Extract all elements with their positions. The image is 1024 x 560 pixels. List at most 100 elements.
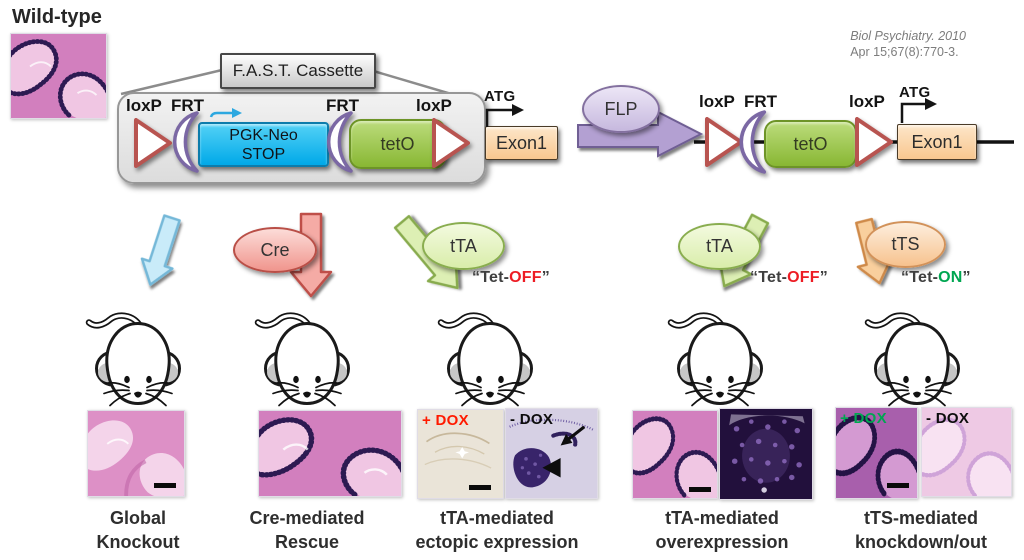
frt-label-left-1: FRT xyxy=(171,96,205,115)
wild-type-histology-image xyxy=(10,33,107,119)
frt-site-icon xyxy=(325,110,359,174)
teto-label: tetO xyxy=(380,133,415,154)
mouse-icon xyxy=(435,311,545,408)
exon1-label: Exon1 xyxy=(495,132,548,153)
loxp-label-left-1: loxP xyxy=(126,96,162,115)
exon1-box-left: Exon1 xyxy=(485,126,558,160)
histology-image-rescue xyxy=(258,410,402,497)
mouse-art xyxy=(667,312,763,407)
loxp-label-right-2: loxP xyxy=(849,92,885,111)
tet-prefix: “Tet- xyxy=(472,269,510,286)
mouse-art xyxy=(864,312,960,407)
tta-ellipse-2: tTA xyxy=(678,223,761,270)
caption-line-1: Cre-mediated xyxy=(249,508,365,528)
mouse-art xyxy=(254,312,350,407)
histology-image-overexpression-right xyxy=(719,408,813,500)
atg-label-right: ATG xyxy=(899,84,931,101)
plus-dox-label: + DOX xyxy=(422,412,469,429)
cre-ellipse: Cre xyxy=(233,227,317,273)
citation-line-2: Apr 15;67(8):770-3. xyxy=(850,45,959,59)
tet-state-on: ON xyxy=(938,269,963,286)
tet-prefix: “Tet- xyxy=(750,269,788,286)
frt-label-left-2: FRT xyxy=(326,96,360,115)
pgk-neo-line2: STOP xyxy=(241,145,286,163)
fast-cassette-title: F.A.S.T. Cassette xyxy=(232,61,364,80)
histology-image-ectopic-plus-dox: + DOX xyxy=(417,409,504,499)
caption-line-2: Rescue xyxy=(274,532,340,552)
caption-line-1: tTA-mediated xyxy=(665,508,779,528)
tet-on-label: “Tet-ON” xyxy=(901,269,971,287)
loxp-label-right-1: loxP xyxy=(699,92,735,111)
caption-cre-rescue: Cre-mediated Rescue xyxy=(227,506,387,554)
caption-line-2: overexpression xyxy=(655,532,789,552)
citation-line-1: Biol Psychiatry. 2010 xyxy=(850,29,966,43)
tta-label: tTA xyxy=(706,236,733,256)
tet-suffix: ” xyxy=(962,269,971,286)
loxp-label-left-2: loxP xyxy=(416,96,452,115)
scale-bar xyxy=(689,487,711,492)
caption-tta-ectopic: tTA-mediated ectopic expression xyxy=(397,506,597,554)
tet-state-off: OFF xyxy=(787,269,820,286)
caption-line-2: ectopic expression xyxy=(415,532,579,552)
fast-cassette-title-box: F.A.S.T. Cassette xyxy=(220,53,376,89)
tts-label: tTS xyxy=(891,234,920,254)
teto-box-left: tetO xyxy=(349,119,446,169)
tet-off-label-2: “Tet-OFF” xyxy=(750,269,828,287)
atg-arrow-icon-right xyxy=(900,98,937,123)
frt-site-icon xyxy=(737,109,773,175)
histology-image-overexpression-left xyxy=(632,410,718,499)
connector-line-left xyxy=(120,68,223,96)
atg-label-left: ATG xyxy=(484,88,516,105)
histology-image-knockdown-minus-dox: - DOX xyxy=(921,407,1012,497)
mouse-art xyxy=(437,312,533,407)
teto-label: tetO xyxy=(793,133,828,154)
scale-bar xyxy=(887,483,909,488)
plus-dox-label: + DOX xyxy=(840,410,887,427)
atg-arrow-icon-left xyxy=(485,104,524,127)
flp-label: FLP xyxy=(604,98,638,119)
mouse-icon xyxy=(83,311,193,408)
tet-off-label-1: “Tet-OFF” xyxy=(472,269,550,287)
flp-ellipse: FLP xyxy=(582,85,660,133)
tet-prefix: “Tet- xyxy=(901,269,939,286)
minus-dox-label: - DOX xyxy=(510,411,554,428)
caption-line-2: knockdown/out xyxy=(855,532,987,552)
scale-bar xyxy=(154,483,176,488)
tta-ellipse-1: tTA xyxy=(422,222,505,270)
minus-dox-label: - DOX xyxy=(926,410,970,427)
caption-line-1: tTA-mediated xyxy=(440,508,554,528)
histology-image-knockout xyxy=(87,410,185,497)
citation: Biol Psychiatry. 2010 Apr 15;67(8):770-3… xyxy=(850,28,966,60)
mouse-icon xyxy=(665,311,775,408)
tts-ellipse: tTS xyxy=(865,221,946,268)
cyan-knockout-arrow-icon xyxy=(140,214,181,286)
wild-type-label: Wild-type xyxy=(12,6,102,28)
exon1-label: Exon1 xyxy=(911,131,963,152)
caption-global-knockout: Global Knockout xyxy=(58,506,218,554)
mouse-art xyxy=(85,312,181,407)
wild-type-histology-art xyxy=(11,34,106,118)
mouse-icon xyxy=(252,311,362,408)
histology-image-knockdown-plus-dox: + DOX xyxy=(835,407,918,499)
exon1-box-right: Exon1 xyxy=(897,124,977,160)
tet-suffix: ” xyxy=(541,269,550,286)
frt-label-right: FRT xyxy=(744,92,778,111)
tet-state-off: OFF xyxy=(509,269,542,286)
histology-image-ectopic-minus-dox: - DOX xyxy=(505,408,598,499)
cre-label: Cre xyxy=(260,239,290,260)
tet-suffix: ” xyxy=(819,269,828,286)
pgk-neo-line1: PGK-Neo xyxy=(229,126,298,144)
caption-line-1: tTS-mediated xyxy=(863,508,978,528)
caption-tta-overexpression: tTA-mediated overexpression xyxy=(622,506,822,554)
caption-tts-knockdown: tTS-mediated knockdown/out xyxy=(821,506,1021,554)
loxp-site-icon xyxy=(854,116,894,168)
caption-line-1: Global xyxy=(109,508,166,528)
mouse-icon xyxy=(862,311,972,408)
teto-box-right: tetO xyxy=(764,120,857,168)
pgk-neo-stop-box: PGK-Neo STOP xyxy=(198,122,329,167)
loxp-site-icon xyxy=(431,117,471,169)
scale-bar xyxy=(469,485,491,490)
frt-site-icon xyxy=(171,110,205,174)
caption-line-2: Knockout xyxy=(96,532,180,552)
